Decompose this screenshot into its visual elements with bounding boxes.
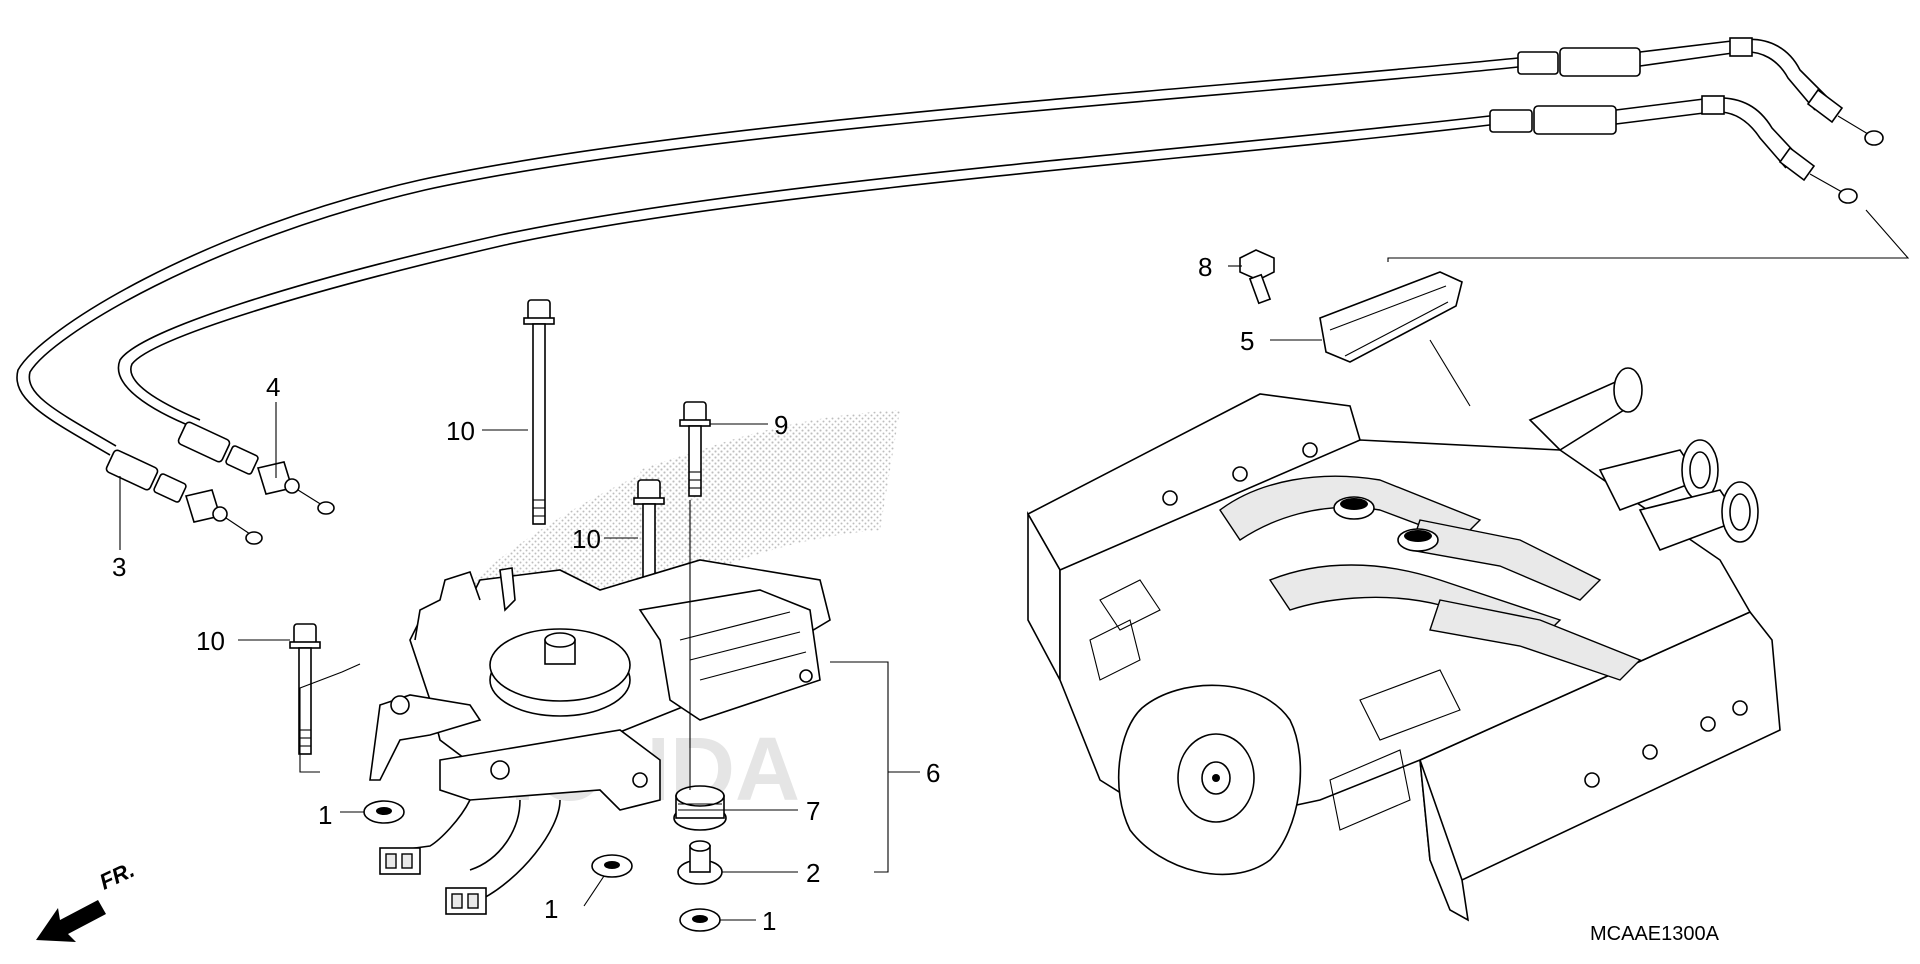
throttle-cables <box>16 37 1884 545</box>
engine-block <box>1026 367 1781 922</box>
cable-adjuster-3 <box>105 449 159 491</box>
callout-1b: 1 <box>544 894 558 924</box>
washer-1c <box>679 908 721 932</box>
bolt-8 <box>1239 249 1275 305</box>
cable-end-lower <box>1838 188 1858 204</box>
cable-adjuster-4 <box>177 421 231 463</box>
callout-4: 4 <box>266 372 280 402</box>
callout-7: 7 <box>806 796 820 826</box>
cable-boot-lower <box>1533 105 1617 135</box>
cable-end-upper <box>1864 130 1884 146</box>
callout-1a: 1 <box>318 800 332 830</box>
cable-nut-4b <box>284 478 300 494</box>
callout-2: 2 <box>806 858 820 888</box>
callout-labels: 1 1 1 2 3 4 5 6 7 8 9 10 10 10 FR. MCAAE… <box>96 252 1720 945</box>
callout-9: 9 <box>774 410 788 440</box>
cable-end-4 <box>317 501 335 515</box>
cable-nut-3 <box>153 473 187 503</box>
leader-lines <box>119 209 1910 921</box>
callout-6: 6 <box>926 758 940 788</box>
throttle-actuator-assembly <box>369 559 831 915</box>
cable-clip-lower <box>1701 95 1725 115</box>
cable-nut-3b <box>212 506 228 522</box>
cable-nut-lower <box>1778 146 1816 182</box>
cable-adjuster-upper <box>1517 51 1559 75</box>
cable-nut-4 <box>225 445 259 475</box>
callout-10c: 10 <box>196 626 225 656</box>
washer-1a <box>363 800 405 824</box>
cable-adjuster-lower <box>1489 109 1533 133</box>
callout-5: 5 <box>1240 326 1254 356</box>
grommet-7 <box>673 785 727 831</box>
collar-2 <box>677 840 723 885</box>
bolt-10-lower <box>289 623 321 755</box>
callout-3: 3 <box>112 552 126 582</box>
callout-8: 8 <box>1198 252 1212 282</box>
cable-nut-upper <box>1806 88 1844 124</box>
direction-label: FR. <box>96 857 139 895</box>
callout-1c: 1 <box>762 906 776 936</box>
washer-1b <box>591 854 633 878</box>
bolt-9 <box>679 401 711 497</box>
bolt-10-upper <box>523 299 555 525</box>
cable-clip-upper <box>1729 37 1753 57</box>
callout-10b: 10 <box>572 524 601 554</box>
cable-end-3 <box>245 531 263 545</box>
callout-10a: 10 <box>446 416 475 446</box>
cable-boot-upper <box>1559 47 1641 77</box>
cable-cover-5 <box>1319 271 1463 363</box>
front-direction-arrow <box>36 900 106 942</box>
diagram-code: MCAAE1300A <box>1590 923 1720 945</box>
